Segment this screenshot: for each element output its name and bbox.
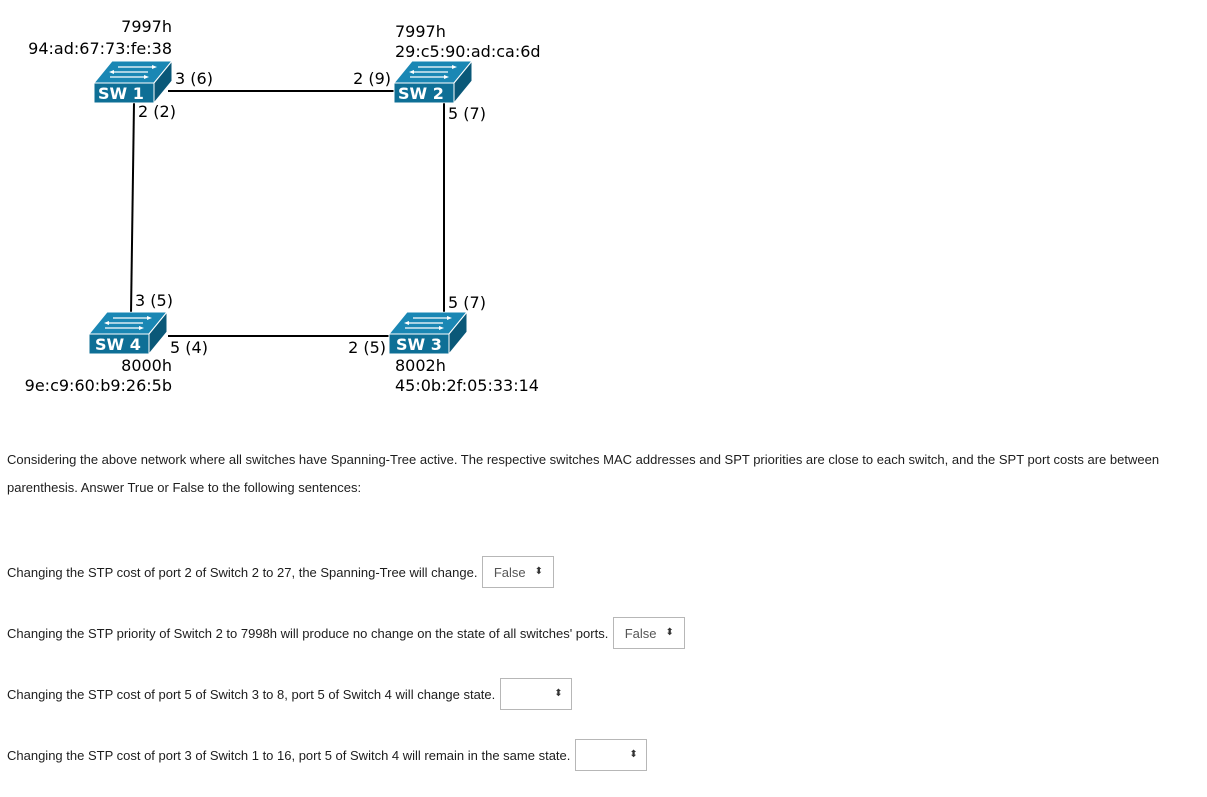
answer-select-2[interactable]: False ⬍ (613, 617, 686, 649)
sw2-priority: 7997h (395, 22, 446, 41)
up-down-arrow-icon: ⬍ (629, 749, 638, 760)
sw2-mac: 29:c5:90:ad:ca:6d (395, 42, 541, 61)
up-down-arrow-icon: ⬍ (665, 627, 674, 638)
port-label-sw2-2: 2 (9) (353, 69, 391, 88)
answer-select-3[interactable]: ⬍ (500, 678, 573, 710)
port-label-sw1-2: 2 (2) (138, 102, 176, 121)
question-row-3: Changing the STP cost of port 5 of Switc… (7, 678, 573, 710)
sw1-mac: 94:ad:67:73:fe:38 (28, 39, 172, 58)
up-down-arrow-icon: ⬍ (554, 688, 563, 699)
port-label-sw1-3: 3 (6) (175, 69, 213, 88)
switch-label-sw1: SW 1 (98, 84, 144, 103)
question-text-1: Changing the STP cost of port 2 of Switc… (7, 564, 478, 580)
question-text-3: Changing the STP cost of port 5 of Switc… (7, 686, 496, 702)
answer-select-4[interactable]: ⬍ (575, 739, 648, 771)
question-row-2: Changing the STP priority of Switch 2 to… (7, 617, 686, 649)
port-label-sw3-5: 5 (7) (448, 293, 486, 312)
question-intro: Considering the above network where all … (7, 452, 1160, 495)
question-text-4: Changing the STP cost of port 3 of Switc… (7, 747, 571, 763)
port-label-sw3-2: 2 (5) (348, 338, 386, 357)
answer-select-1[interactable]: False ⬍ (482, 556, 555, 588)
link-sw1-sw4 (130, 102, 135, 315)
switch-label-sw2: SW 2 (398, 84, 444, 103)
port-label-sw2-5: 5 (7) (448, 104, 486, 123)
switch-label-sw4: SW 4 (95, 335, 141, 354)
question-row-4: Changing the STP cost of port 3 of Switc… (7, 739, 648, 771)
network-diagram: SW 1 SW 2 SW 3 SW 4 7997h 94:ad:67:73:fe… (25, 17, 541, 395)
switch-label-sw3: SW 3 (396, 335, 442, 354)
up-down-arrow-icon: ⬍ (534, 566, 544, 577)
answer-value-2: False (624, 625, 657, 641)
sw4-priority: 8000h (121, 356, 172, 375)
sw3-mac: 45:0b:2f:05:33:14 (395, 376, 539, 395)
sw4-mac: 9e:c9:60:b9:26:5b (25, 376, 172, 395)
sw1-priority: 7997h (121, 17, 172, 36)
port-label-sw4-5: 5 (4) (170, 338, 208, 357)
port-label-sw4-3: 3 (5) (135, 291, 173, 310)
sw3-priority: 8002h (395, 356, 446, 375)
question-text-2: Changing the STP priority of Switch 2 to… (7, 625, 609, 641)
answer-value-1: False (493, 564, 526, 580)
question-row-1: Changing the STP cost of port 2 of Switc… (7, 556, 555, 588)
